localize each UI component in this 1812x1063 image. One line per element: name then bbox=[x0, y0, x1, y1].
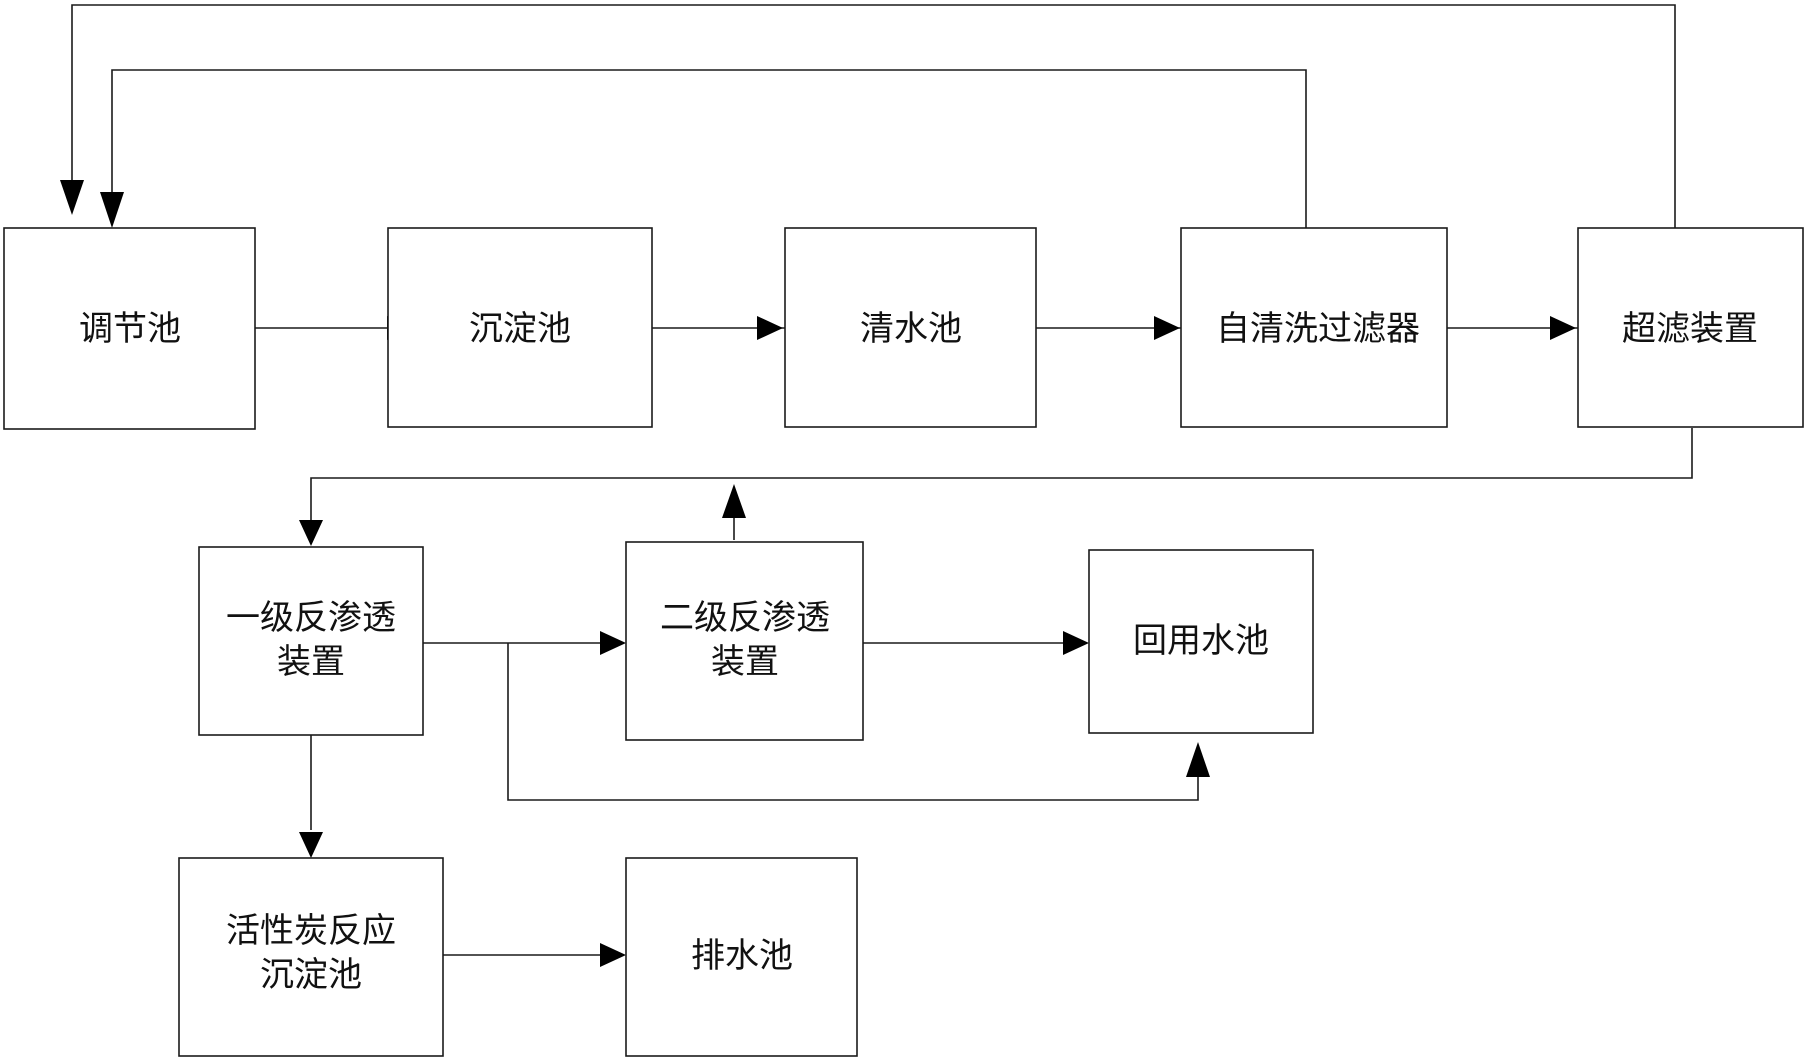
node-label-line-2: 装置 bbox=[277, 642, 345, 682]
arrowhead-right-erji bbox=[600, 631, 626, 655]
node-label-line-1: 一级反渗透 bbox=[226, 598, 396, 638]
node-erji-fanshentou: 二级反渗透 装置 bbox=[625, 541, 864, 741]
node-paishuichi: 排水池 bbox=[625, 857, 858, 1057]
arrowhead-right-guolvqi bbox=[1154, 316, 1180, 340]
arrowhead-right-chaolv bbox=[1550, 316, 1576, 340]
arrowhead-down-tiaojiechi-right bbox=[100, 192, 124, 228]
arrowhead-right-paishuichi bbox=[600, 943, 626, 967]
edge-yiji-bypass-to-huiyong bbox=[507, 643, 1199, 801]
node-label: 超滤装置 bbox=[1622, 309, 1758, 349]
arrowhead-right-qingshuichi bbox=[757, 316, 783, 340]
node-label-line-1: 活性炭反应 bbox=[226, 911, 396, 951]
node-label-line-2: 沉淀池 bbox=[260, 955, 362, 995]
node-yiji-fanshentou: 一级反渗透 装置 bbox=[198, 546, 424, 736]
arrowhead-down-huoxingtan bbox=[299, 832, 323, 858]
node-label: 调节池 bbox=[79, 309, 181, 349]
arrowhead-up-return-line bbox=[722, 484, 746, 518]
node-label: 清水池 bbox=[860, 309, 962, 349]
node-huiyong-shuichi: 回用水池 bbox=[1088, 549, 1314, 734]
node-label-line-1: 二级反渗透 bbox=[660, 598, 830, 638]
edge-chaolv-return-to-tiaojiechi bbox=[71, 4, 1676, 228]
node-chendianchi: 沉淀池 bbox=[387, 227, 653, 428]
node-chaolv-zhuangzhi: 超滤装置 bbox=[1577, 227, 1804, 428]
node-label: 沉淀池 bbox=[469, 309, 571, 349]
arrowhead-up-huiyong bbox=[1186, 742, 1210, 777]
node-label: 回用水池 bbox=[1133, 621, 1269, 661]
node-qingshuichi: 清水池 bbox=[784, 227, 1037, 428]
node-label: 排水池 bbox=[691, 936, 793, 976]
edges bbox=[71, 4, 1693, 956]
arrowhead-down-tiaojiechi-left bbox=[60, 180, 84, 215]
node-label: 自清洗过滤器 bbox=[1216, 309, 1420, 349]
edge-chaolv-to-yiji bbox=[310, 428, 1693, 523]
node-zi-qingxi-guolvqi: 自清洗过滤器 bbox=[1180, 227, 1448, 428]
node-label-line-2: 装置 bbox=[711, 642, 779, 682]
node-huoxingtan-chendianchi: 活性炭反应 沉淀池 bbox=[178, 857, 444, 1057]
arrowhead-down-yiji bbox=[299, 520, 323, 546]
arrowhead-right-huiyong bbox=[1063, 631, 1089, 655]
edge-guolvqi-return-to-tiaojiechi bbox=[111, 69, 1307, 235]
node-tiaojiechi: 调节池 bbox=[3, 227, 256, 430]
